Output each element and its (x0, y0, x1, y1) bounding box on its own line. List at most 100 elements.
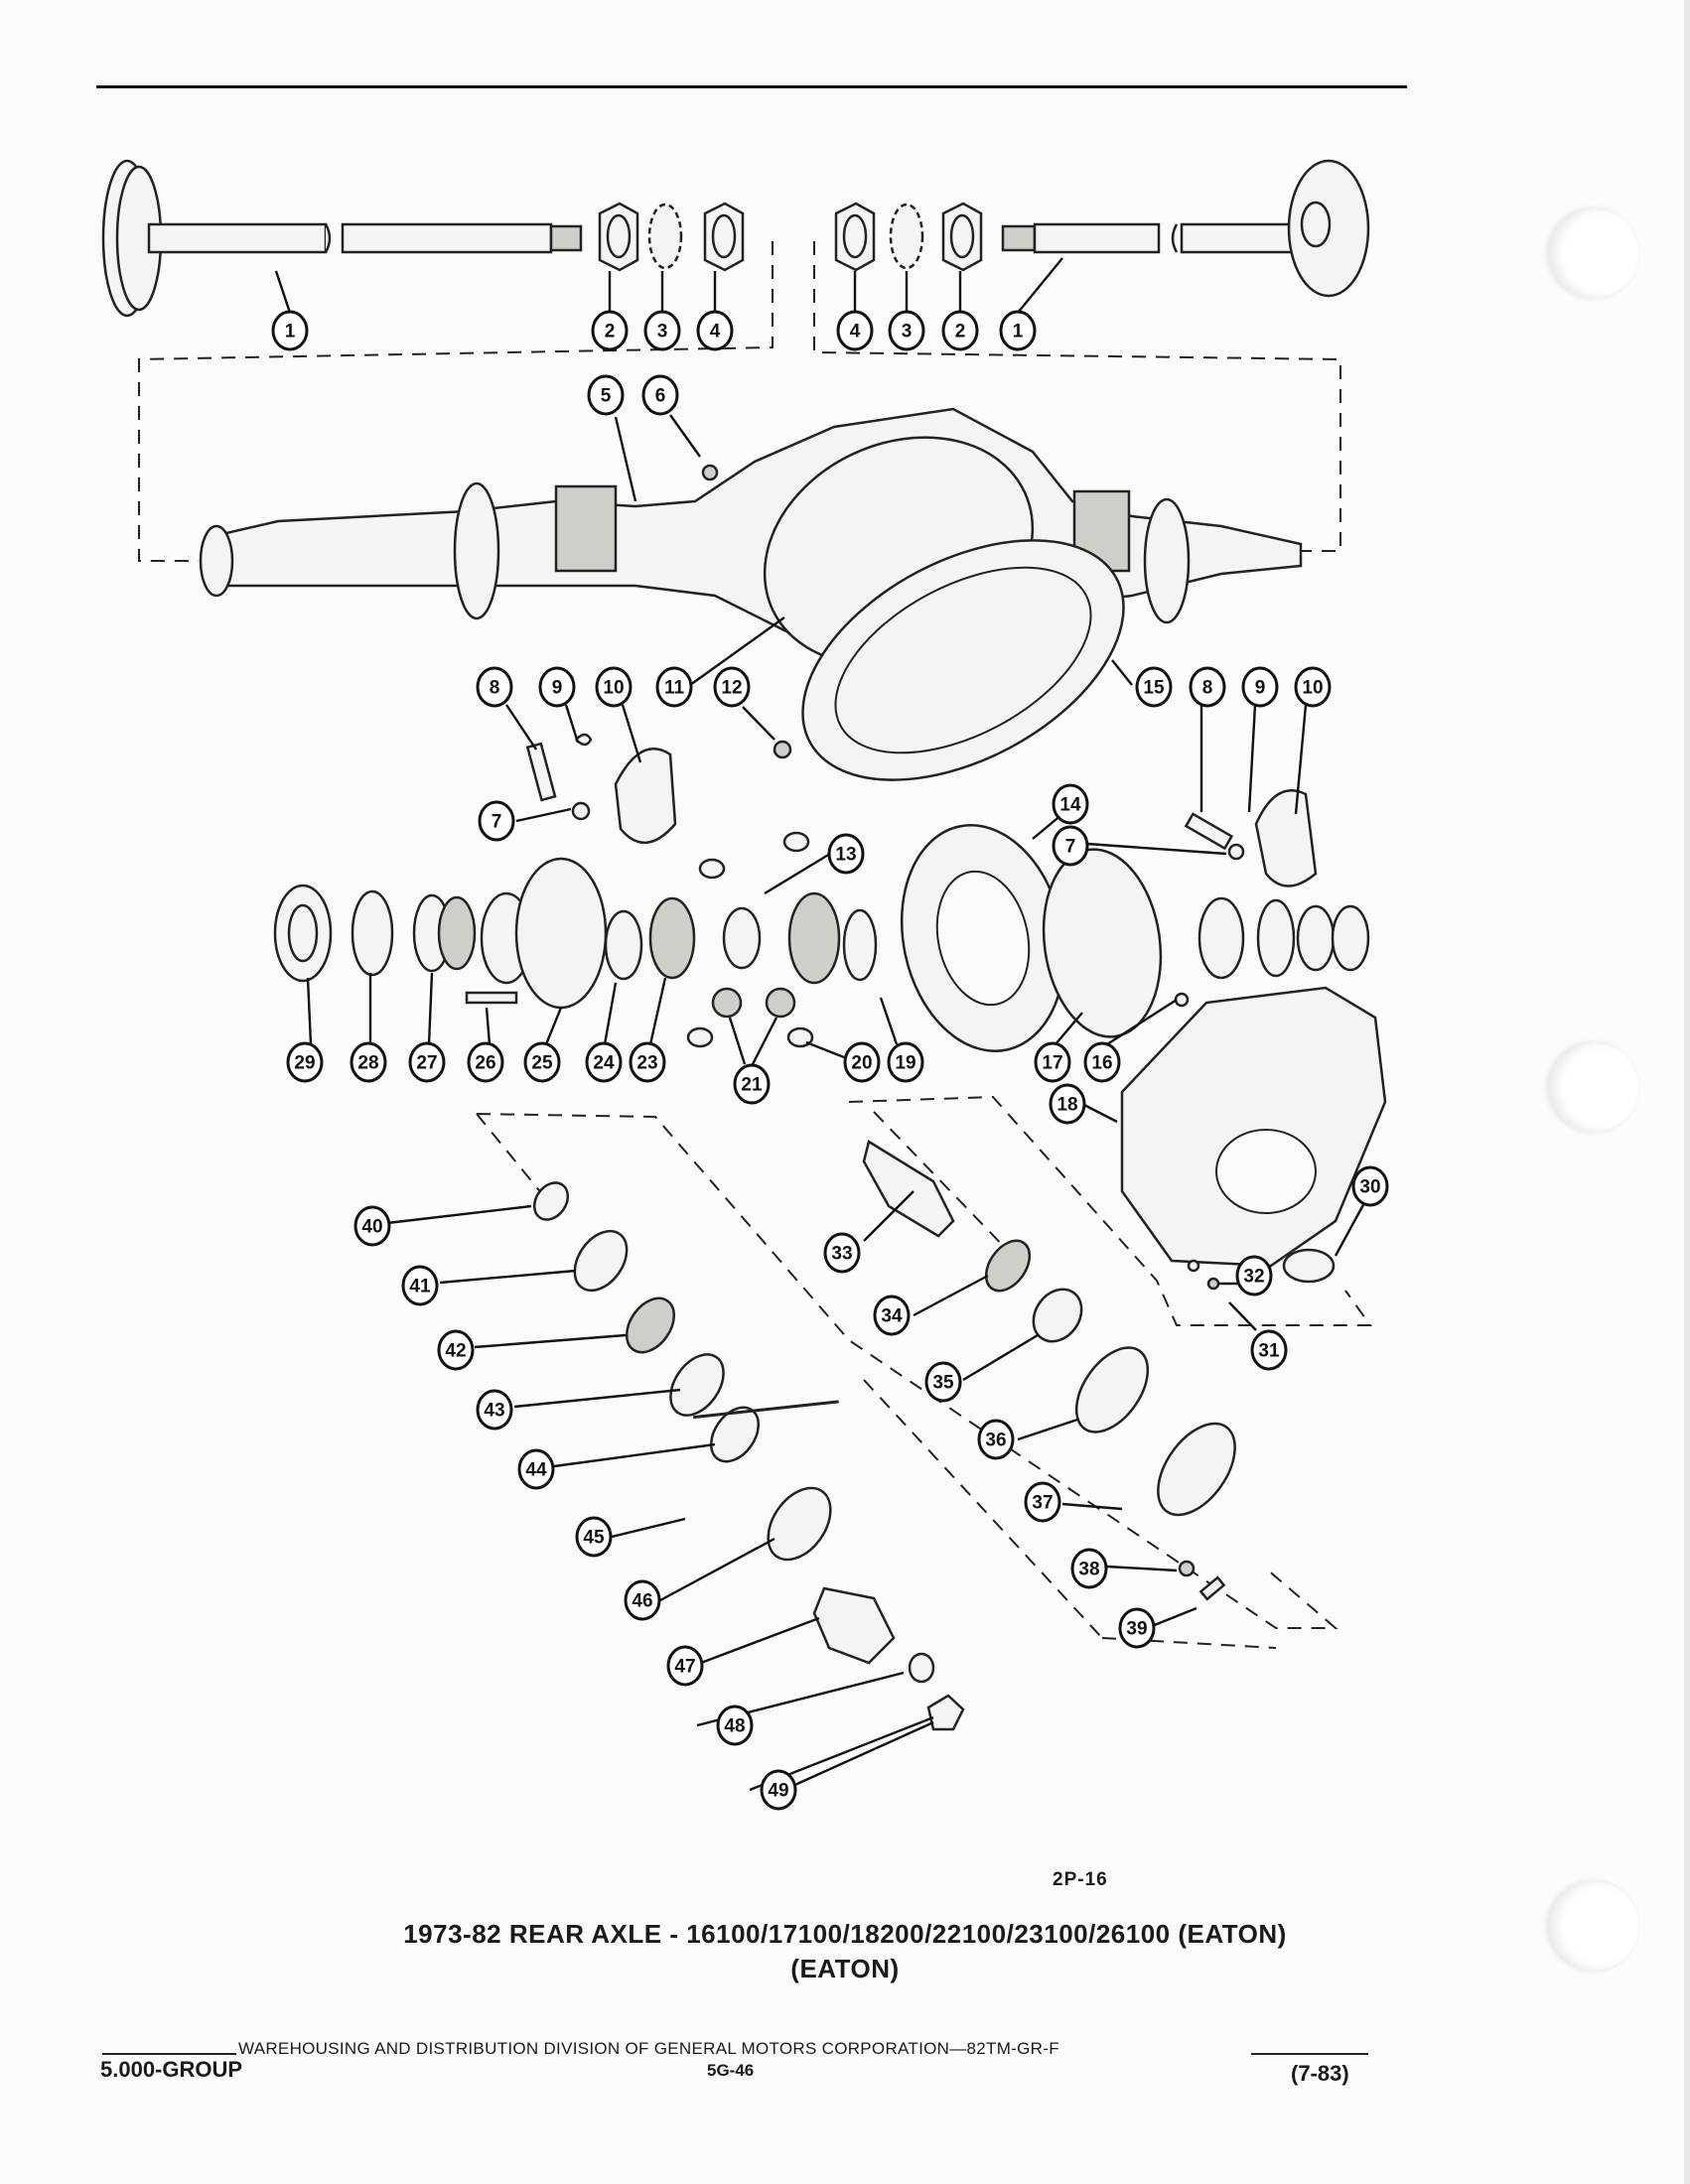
callout-10: 10 (1294, 666, 1332, 708)
callout-6: 6 (641, 374, 679, 416)
callout-label: 17 (1042, 1053, 1062, 1074)
callout-39: 39 (1118, 1607, 1156, 1649)
pinion-parts (862, 1140, 1236, 1601)
callout-31: 31 (1250, 1329, 1288, 1371)
dashed-guide (848, 1095, 1372, 1326)
callout-33: 33 (823, 1232, 861, 1274)
callout-4: 4 (836, 310, 874, 351)
left-nut-washer-set (598, 202, 745, 272)
right-axle-shaft (1001, 159, 1370, 298)
callout-label: 7 (492, 812, 502, 833)
callout-9: 9 (1241, 666, 1279, 708)
binder-hole (1549, 1042, 1638, 1132)
callout-label: 2 (955, 322, 966, 342)
plug (773, 740, 792, 759)
callout-38: 38 (1070, 1548, 1108, 1589)
callout-9: 9 (538, 666, 576, 708)
callout-29: 29 (286, 1041, 324, 1083)
callout-label: 27 (416, 1053, 437, 1074)
callout-28: 28 (350, 1041, 387, 1083)
callout-24: 24 (585, 1041, 623, 1083)
callout-5: 5 (587, 374, 625, 416)
callout-16: 16 (1083, 1041, 1121, 1083)
figure-label: 2P-16 (1053, 1869, 1108, 1890)
callout-label: 28 (357, 1053, 378, 1074)
callout-19: 19 (887, 1041, 924, 1083)
callout-47: 47 (666, 1645, 704, 1687)
callout-label: 4 (710, 322, 721, 342)
footer-rule-right (1251, 2053, 1368, 2055)
callout-label: 12 (721, 678, 742, 699)
callout-label: 3 (657, 322, 668, 342)
callout-27: 27 (408, 1041, 446, 1083)
footer-division: WAREHOUSING AND DISTRIBUTION DIVISION OF… (238, 2039, 1059, 2058)
callout-label: 5 (601, 386, 612, 407)
callout-20: 20 (843, 1041, 881, 1083)
callout-23: 23 (629, 1041, 666, 1083)
callout-label: 20 (851, 1053, 872, 1074)
callout-3: 3 (643, 310, 681, 351)
diagram-title: 1973-82 REAR AXLE - 16100/17100/18200/22… (403, 1919, 1287, 1949)
callout-label: 44 (525, 1460, 547, 1481)
callout-label: 9 (1255, 678, 1266, 699)
carrier-housing (1120, 986, 1387, 1291)
callout-label: 36 (985, 1431, 1006, 1451)
callout-13: 13 (827, 833, 865, 875)
diagram-title-line2: (EATON) (790, 1954, 900, 1983)
footer-page: 5G-46 (707, 2061, 755, 2080)
callout-label: 19 (895, 1053, 915, 1074)
callout-label: 30 (1359, 1177, 1380, 1198)
callout-label: 48 (724, 1716, 745, 1737)
callout-26: 26 (467, 1041, 504, 1083)
callout-37: 37 (1024, 1481, 1061, 1523)
callout-label: 39 (1126, 1619, 1147, 1640)
callout-label: 25 (531, 1053, 553, 1074)
right-nut-washer-set (834, 202, 983, 272)
callout-label: 42 (445, 1341, 466, 1362)
callout-label: 32 (1243, 1267, 1264, 1288)
callout-label: 13 (835, 845, 856, 866)
callout-15: 15 (1135, 666, 1173, 708)
callout-label: 7 (1065, 837, 1076, 858)
callout-label: 47 (674, 1657, 695, 1678)
page-edge (1684, 0, 1690, 2184)
callout-label: 9 (552, 678, 563, 699)
callout-label: 1 (1013, 322, 1024, 342)
callout-18: 18 (1049, 1083, 1086, 1125)
footer-date: (7-83) (1291, 2061, 1349, 2086)
callout-label: 29 (294, 1053, 315, 1074)
callout-46: 46 (624, 1579, 661, 1621)
callout-21: 21 (733, 1063, 771, 1105)
footer-rule-left (102, 2053, 236, 2055)
left-axle-shaft (101, 159, 583, 318)
callout-label: 34 (881, 1306, 903, 1327)
right-bearing-cap (1184, 789, 1318, 887)
leader-lines (274, 257, 1367, 1794)
callout-label: 26 (475, 1053, 495, 1074)
callout-label: 41 (409, 1277, 431, 1297)
callout-label: 21 (741, 1075, 763, 1096)
callout-label: 40 (361, 1217, 382, 1238)
dashed-guide (138, 241, 774, 562)
callout-label: 8 (1202, 678, 1213, 699)
callout-label: 15 (1143, 678, 1165, 699)
callout-label: 23 (636, 1053, 657, 1074)
callout-label: 45 (583, 1528, 605, 1549)
callout-43: 43 (476, 1389, 513, 1431)
callout-44: 44 (517, 1448, 555, 1490)
callout-4: 4 (696, 310, 734, 351)
callout-42: 42 (437, 1329, 475, 1371)
callout-1: 1 (271, 310, 309, 351)
binder-hole (1549, 1881, 1638, 1971)
callout-label: 31 (1258, 1341, 1280, 1362)
callout-label: 33 (831, 1244, 852, 1265)
callout-label: 16 (1091, 1053, 1112, 1074)
callout-label: 1 (285, 322, 296, 342)
callout-label: 18 (1056, 1095, 1077, 1116)
callout-17: 17 (1034, 1041, 1071, 1083)
callout-label: 43 (484, 1401, 504, 1422)
callout-label: 2 (605, 322, 616, 342)
callout-label: 4 (850, 322, 861, 342)
callout-label: 10 (1302, 678, 1323, 699)
